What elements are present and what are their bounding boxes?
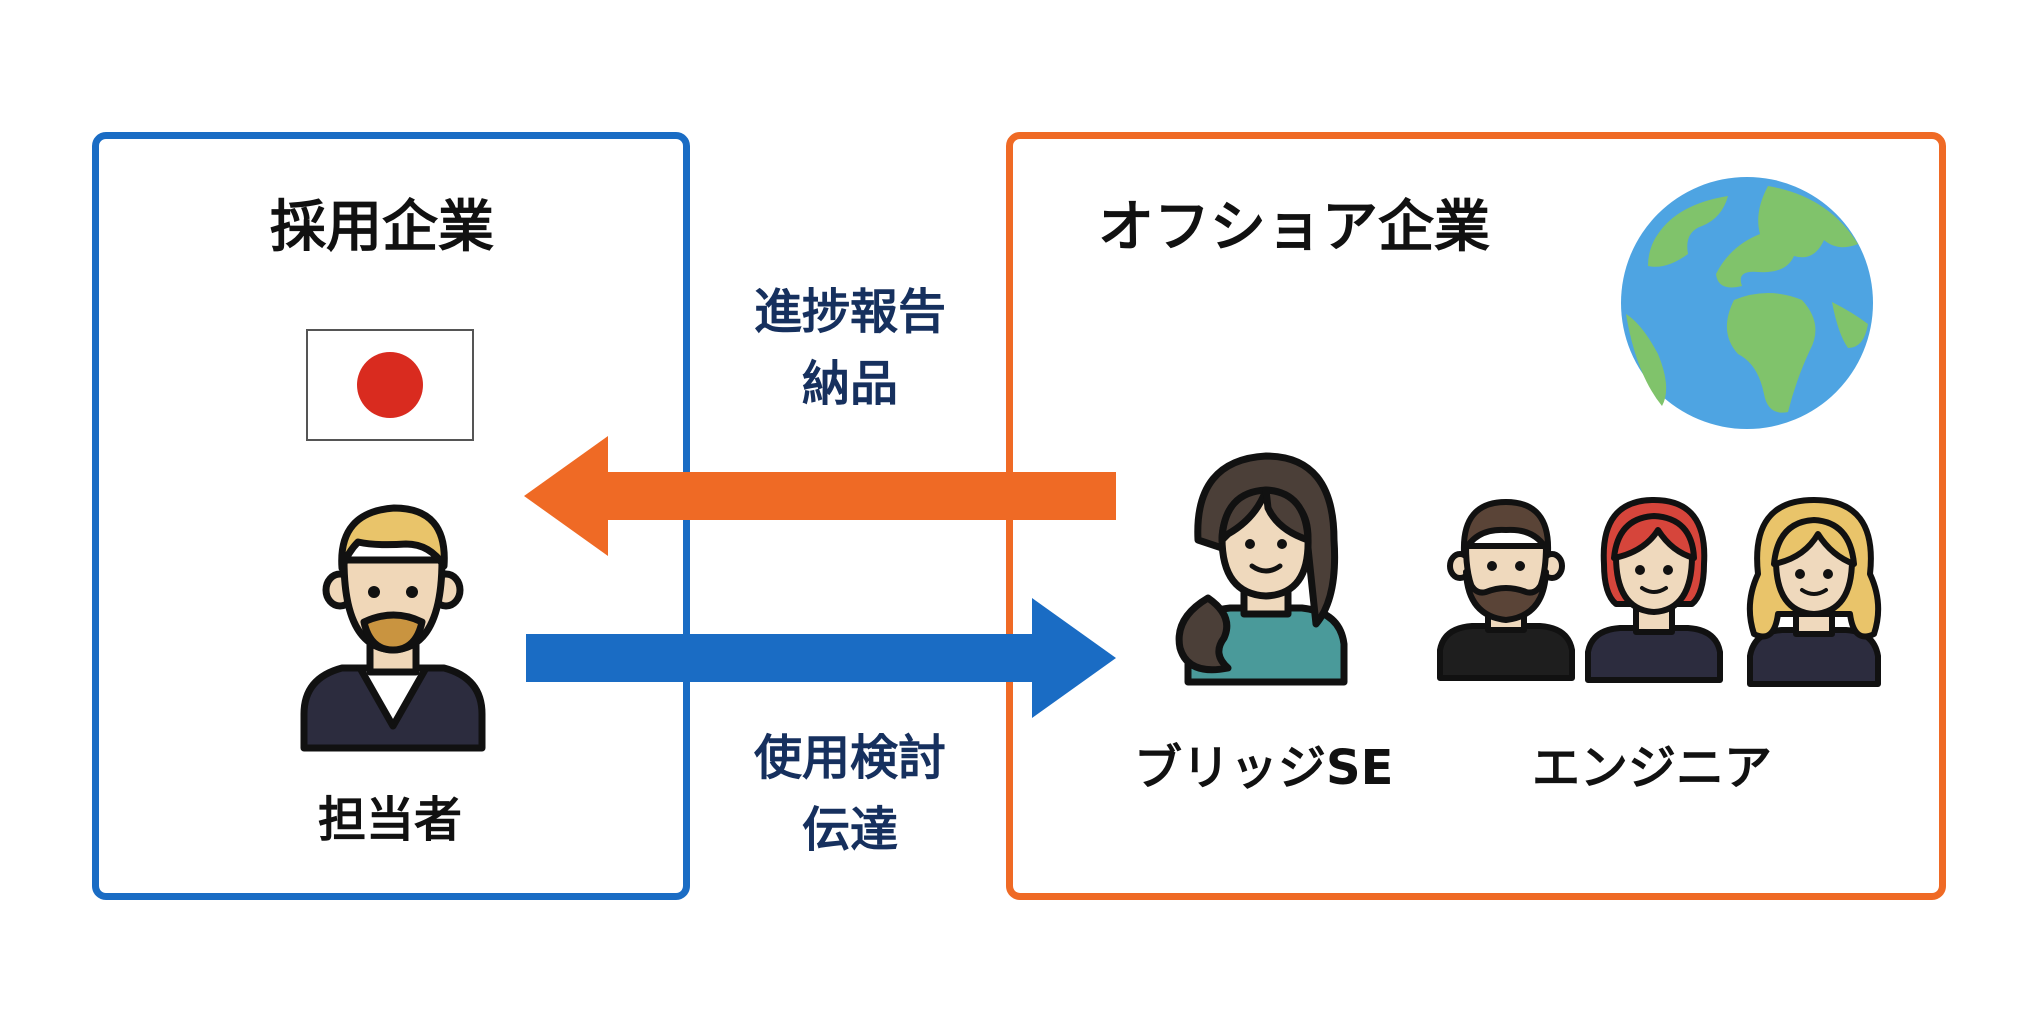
offshore-company-title: オフショア企業: [1074, 200, 1514, 282]
delivery-text: 納品: [801, 356, 898, 412]
bearded-man-icon: [1437, 499, 1575, 681]
arrow-to-offshore: [526, 598, 1116, 718]
spec-communication-text: 使用検討 伝達: [720, 722, 980, 866]
japan-flag-icon: [306, 329, 474, 441]
bridge-se-label: ブリッジSE: [1134, 740, 1394, 796]
businessman-icon: [300, 504, 486, 752]
client-company-title: 採用企業: [246, 200, 518, 282]
blonde-woman-icon: [1746, 497, 1882, 687]
communication-text: 伝達: [801, 802, 898, 858]
engineer-label: エンジニア: [1532, 740, 1773, 796]
spec-review-text: 使用検討: [753, 730, 946, 786]
report-text: 進捗報告: [753, 284, 946, 340]
globe-icon: [1621, 177, 1873, 429]
report-delivery-text: 進捗報告 納品: [720, 276, 980, 420]
red-hair-woman-icon: [1585, 497, 1723, 683]
arrow-to-client: [524, 436, 1116, 556]
person-in-charge-label: 担当者: [318, 792, 463, 848]
woman-icon: [1175, 452, 1348, 686]
